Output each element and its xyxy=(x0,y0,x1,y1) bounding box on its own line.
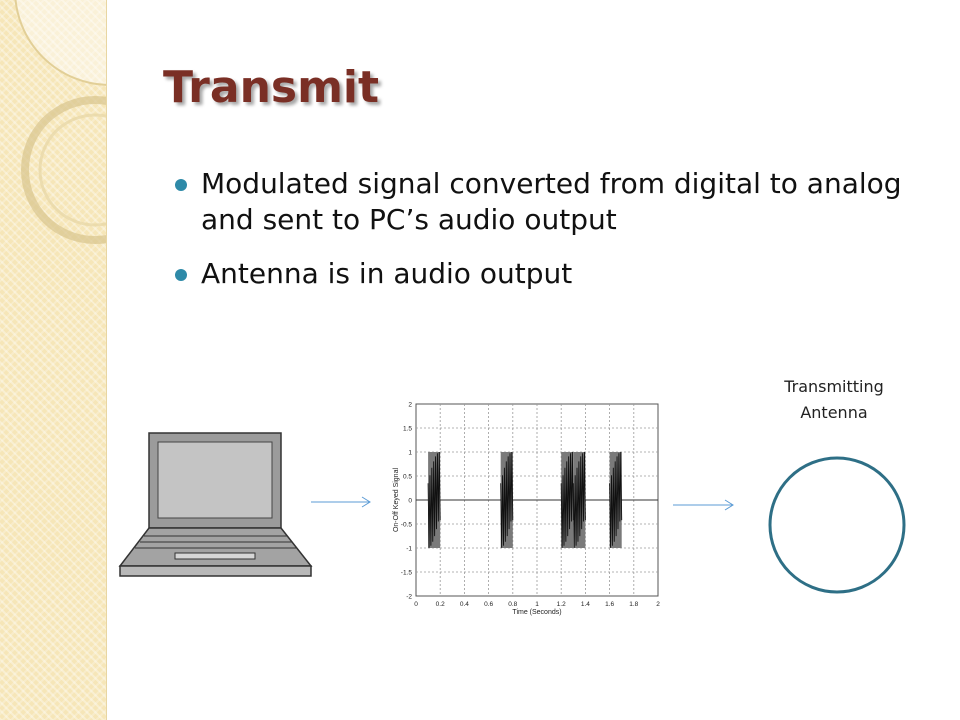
bullet-text: Antenna is in audio output xyxy=(201,257,573,290)
y-tick-label: 2 xyxy=(408,402,412,409)
signal-burst-waveform xyxy=(427,452,441,548)
x-tick-label: 0.4 xyxy=(460,601,469,608)
slide-title: Transmit xyxy=(163,62,380,113)
bullet-list: Modulated signal converted from digital … xyxy=(175,166,915,310)
y-tick-label: 0 xyxy=(408,498,412,505)
x-tick-label: 0.6 xyxy=(484,601,493,608)
signal-burst-waveform xyxy=(560,452,574,548)
decorative-sidebar xyxy=(0,0,107,720)
sidebar-circles-decoration xyxy=(14,0,106,244)
y-axis-label: On-Off Keyed Signal xyxy=(393,468,400,533)
antenna-label-line: Antenna xyxy=(800,403,868,422)
y-tick-label: 1 xyxy=(408,450,412,457)
antenna-circle-icon xyxy=(768,456,906,594)
signal-burst-waveform xyxy=(609,452,623,548)
bullet-item: Modulated signal converted from digital … xyxy=(175,166,915,238)
antenna-label: Transmitting Antenna xyxy=(764,374,904,426)
x-tick-label: 2 xyxy=(656,601,660,608)
x-axis-label: Time (Seconds) xyxy=(512,609,561,616)
signal-burst-waveform xyxy=(572,452,586,548)
bullet-dot-icon xyxy=(175,179,187,191)
y-tick-label: -2 xyxy=(406,594,412,601)
y-tick-label: 0.5 xyxy=(403,474,412,481)
y-tick-label: -1 xyxy=(406,546,412,553)
x-tick-label: 0.8 xyxy=(508,601,517,608)
y-tick-label: 1.5 xyxy=(403,426,412,433)
laptop-icon xyxy=(118,432,313,577)
y-tick-label: -1.5 xyxy=(401,570,413,577)
x-tick-label: 1 xyxy=(535,601,539,608)
x-tick-label: 1.4 xyxy=(581,601,590,608)
x-tick-label: 1.8 xyxy=(629,601,638,608)
chart-marks xyxy=(416,452,658,548)
ook-signal-chart: 0 0.2 0.4 0.6 0.8 1 1.2 1.4 1.6 1.8 2 2 1.5 1 0.5 0 -0.5… xyxy=(393,402,660,617)
bullet-dot-icon xyxy=(175,269,187,281)
arrow-laptop-to-chart xyxy=(311,496,371,508)
y-tick-label: -0.5 xyxy=(401,522,413,529)
x-tick-label: 0.2 xyxy=(436,601,445,608)
chart-ticks: 0 0.2 0.4 0.6 0.8 1 1.2 1.4 1.6 1.8 2 2 1.5 1 0.5 0 -0.5… xyxy=(401,402,660,609)
antenna-label-line: Transmitting xyxy=(784,377,884,396)
bullet-text: Modulated signal converted from digital … xyxy=(201,167,902,236)
signal-burst-waveform xyxy=(500,452,514,548)
bullet-item: Antenna is in audio output xyxy=(175,256,915,292)
x-tick-label: 1.2 xyxy=(557,601,566,608)
x-tick-label: 0 xyxy=(414,601,418,608)
arrow-chart-to-antenna xyxy=(673,499,734,511)
x-tick-label: 1.6 xyxy=(605,601,614,608)
